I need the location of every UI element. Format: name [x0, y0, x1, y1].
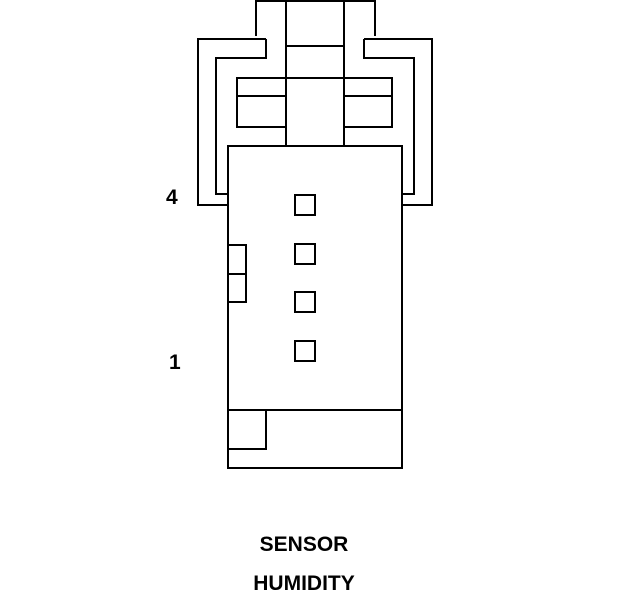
pin-number-label-bottom: 1 [169, 351, 181, 374]
latch-outer-frame [255, 0, 376, 36]
right-clip-inner [363, 39, 415, 195]
left-guide-lower [236, 95, 287, 128]
terminal-cavity-1 [294, 340, 316, 362]
component-caption-line-1: SENSOR [259, 533, 349, 556]
right-guide-lower [343, 95, 393, 128]
left-retaining-clip [197, 38, 287, 206]
component-caption-line-2: HUMIDITY [253, 572, 355, 595]
connector-body [227, 145, 403, 469]
right-guide-upper [343, 77, 393, 97]
terminal-cavities [294, 194, 316, 362]
right-retaining-clip [343, 38, 433, 206]
locking-latch [255, 0, 376, 146]
left-clip-inner [215, 39, 267, 195]
polarization-key-upper [227, 244, 247, 275]
terminal-cavity-2 [294, 291, 316, 313]
right-clip-outer [364, 38, 433, 206]
terminal-cavity-3 [294, 243, 316, 265]
left-guide-upper [236, 77, 287, 97]
terminal-cavity-4 [294, 194, 316, 216]
connector-housing [227, 145, 403, 469]
left-clip-outer [197, 38, 266, 206]
pin-number-label-top: 4 [166, 186, 178, 209]
housing-base-notch [227, 409, 267, 450]
polarization-key-lower [227, 273, 247, 303]
